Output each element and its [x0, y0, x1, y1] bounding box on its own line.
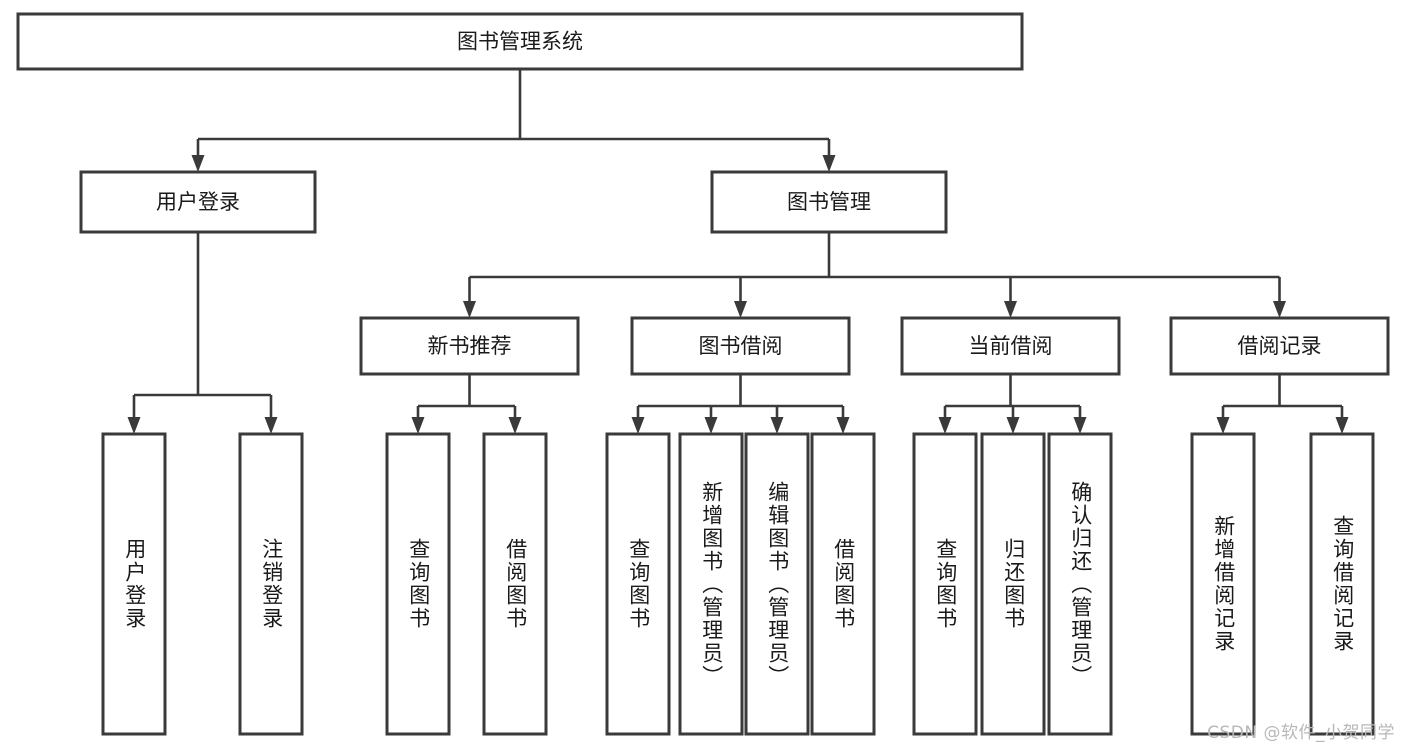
- connector-arrow-level2-图书借阅: [734, 277, 747, 318]
- node-leaf-注销登录: [238, 432, 304, 736]
- csdn-watermark: CSDN @软件_小贺同学: [1207, 723, 1395, 743]
- node-label-level1-图书管理: 图书管理: [787, 190, 871, 214]
- node-label-level1-用户登录: 用户登录: [156, 190, 240, 214]
- node-leaf-归还图书: [980, 432, 1046, 736]
- node-label-level2-借阅记录: 借阅记录: [1238, 334, 1322, 358]
- node-level2-借阅记录: [1169, 316, 1390, 376]
- node-level1-用户登录: [79, 170, 317, 234]
- connector-arrow-leaf-查询图书-0: [411, 406, 425, 434]
- node-leaf-查询图书: [605, 432, 671, 736]
- node-leaf-查询图书: [385, 432, 451, 736]
- node-label-root: 图书管理系统: [457, 30, 583, 54]
- connector-arrow-leaf-查询图书-0: [631, 406, 645, 434]
- node-root-图书管理系统: [16, 12, 1024, 71]
- node-leaf-查询借阅记录: [1309, 432, 1375, 736]
- connector-arrow-level2-新书推荐: [463, 277, 476, 318]
- connector-arrow-level2-当前借阅: [1004, 277, 1017, 318]
- node-level2-新书推荐: [359, 316, 580, 376]
- connector-arrow-leaf-用户登录-0: [127, 395, 141, 434]
- connector-arrow-level1-用户登录: [191, 139, 205, 172]
- node-leaf-新增借阅记录: [1190, 432, 1256, 736]
- connector-arrow-leaf-新增借阅记录-0: [1216, 406, 1230, 434]
- node-level2-当前借阅: [900, 316, 1121, 376]
- node-leaf-编辑图书管理员: [744, 432, 810, 736]
- node-level1-图书管理: [710, 170, 948, 234]
- connector-arrow-leaf-查询图书-0: [938, 406, 952, 434]
- node-leaf-借阅图书: [482, 432, 548, 736]
- connector-arrow-leaf-借阅图书-3: [836, 406, 850, 434]
- connector-arrow-leaf-确认归还管理员-2: [1073, 406, 1087, 434]
- connector-arrow-leaf-查询借阅记录-1: [1335, 406, 1349, 434]
- connector-arrow-leaf-注销登录-1: [264, 395, 278, 434]
- node-label-level2-图书借阅: 图书借阅: [699, 334, 783, 358]
- connector-arrow-leaf-归还图书-1: [1006, 406, 1020, 434]
- node-label-level2-新书推荐: 新书推荐: [428, 334, 512, 358]
- node-leaf-用户登录: [101, 432, 167, 736]
- node-leaf-借阅图书: [810, 432, 876, 736]
- node-leaf-新增图书管理员: [678, 432, 744, 736]
- node-leaf-确认归还管理员: [1047, 432, 1113, 736]
- connector-layer: [127, 69, 1349, 434]
- connector-arrow-level2-借阅记录: [1273, 277, 1286, 318]
- connector-arrow-leaf-新增图书管理员-1: [704, 406, 718, 434]
- connector-arrow-leaf-编辑图书管理员-2: [770, 406, 784, 434]
- node-leaf-查询图书: [912, 432, 978, 736]
- node-label-level2-当前借阅: 当前借阅: [969, 334, 1053, 358]
- connector-arrow-level1-图书管理: [822, 139, 836, 172]
- node-level2-图书借阅: [630, 316, 851, 376]
- connector-arrow-leaf-借阅图书-1: [508, 406, 522, 434]
